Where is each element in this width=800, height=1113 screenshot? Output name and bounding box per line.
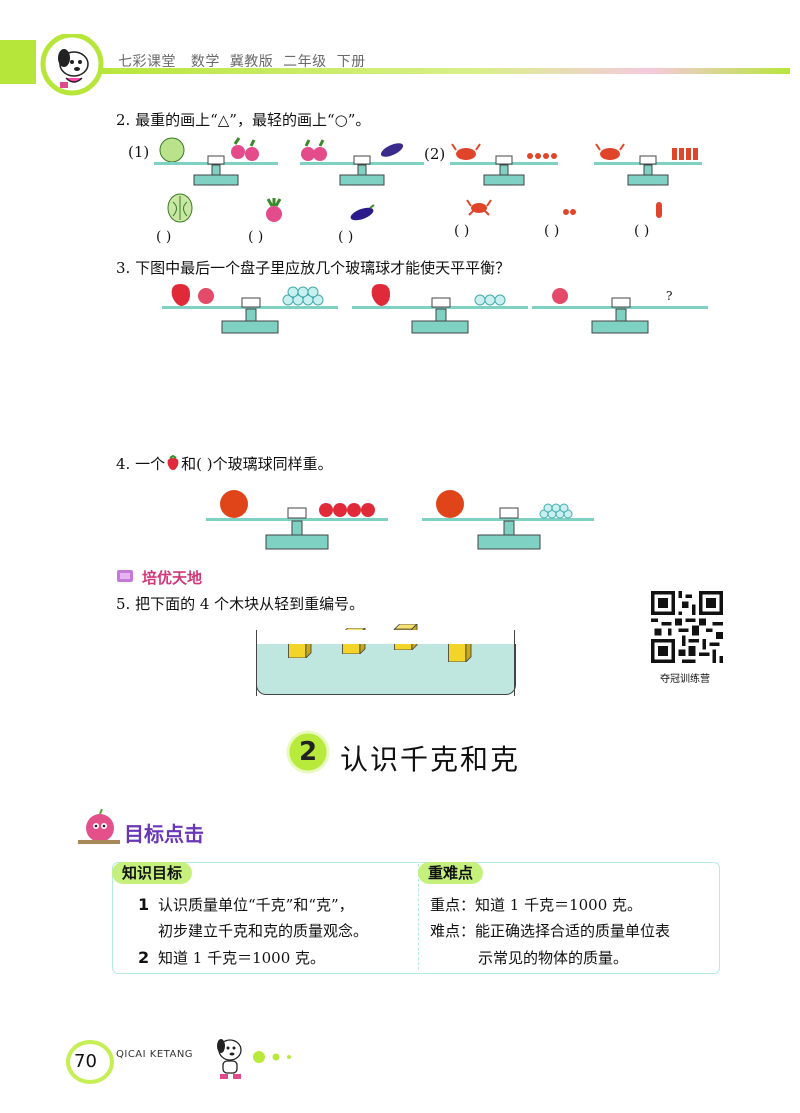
goal-number: 2 xyxy=(138,948,150,967)
question-2-prompt: 2. 最重的画上“△”，最轻的画上“○”。 xyxy=(116,111,371,129)
radish-icon xyxy=(266,198,282,222)
shrimp-icon xyxy=(563,209,576,215)
header-text: 七彩课堂 数学 冀教版 二年级 下册 xyxy=(118,54,366,70)
chapter-title: 认识千克和克 xyxy=(340,743,521,776)
balance-scale-icon xyxy=(162,284,338,334)
question-2-part1-label: (1) xyxy=(128,143,150,161)
key-points-tag: 重难点 xyxy=(418,862,484,884)
goals-divider xyxy=(418,864,419,970)
eggplant-icon xyxy=(350,204,375,221)
question-5-prompt: 5. 把下面的 4 个木块从轻到重编号。 xyxy=(116,595,365,613)
knowledge-goals-tag: 知识目标 xyxy=(112,862,193,884)
goal-text: 知道 1 千克＝1000 克。 xyxy=(158,949,326,967)
balance-scale-icon xyxy=(206,490,388,550)
goal-number: 1 xyxy=(138,895,150,914)
balance-scale-icon xyxy=(532,288,708,334)
balance-scale-icon xyxy=(300,139,424,186)
goal-text: 初步建立千克和克的质量观念。 xyxy=(158,922,369,940)
chapter-number: 2 xyxy=(298,737,318,767)
answer-blank[interactable]: ( ) xyxy=(338,229,354,245)
key-point-text: 重点：知道 1 千克＝1000 克。 xyxy=(430,896,643,914)
tank-left-wall xyxy=(256,630,257,696)
balance-scale-icon xyxy=(422,490,594,550)
strawberry-icon xyxy=(167,454,179,470)
question-2-part2-label: (2) xyxy=(424,145,446,163)
balance-scale-icon xyxy=(154,137,278,186)
chapter-number-badge xyxy=(286,730,330,774)
balance-scale-icon xyxy=(352,284,528,334)
section-title: 培优天地 xyxy=(142,569,203,587)
qr-code[interactable] xyxy=(651,591,723,663)
difficult-point-text: 难点：能正确选择合适的质量单位表 xyxy=(430,922,671,940)
goal-text: 认识质量单位“千克”和“克”， xyxy=(158,896,354,914)
decorative-dots xyxy=(253,1051,291,1063)
question-mark: ? xyxy=(666,289,673,303)
difficult-point-text: 示常见的物体的质量。 xyxy=(478,949,629,967)
goals-title: 目标点击 xyxy=(124,822,204,846)
answer-blank[interactable]: ( ) xyxy=(634,223,650,239)
footer-label: QICAI KETANG xyxy=(116,1049,194,1060)
puppy-mascot-icon xyxy=(217,1039,242,1079)
question-3-prompt: 3. 下图中最后一个盘子里应放几个玻璃球才能使天平平衡？ xyxy=(116,259,511,277)
apple-mascot-icon xyxy=(78,808,120,844)
answer-blank[interactable]: ( ) xyxy=(156,229,172,245)
header-bar xyxy=(0,40,790,84)
crayfish-icon xyxy=(656,202,662,218)
balance-scale-icon xyxy=(594,143,702,186)
qr-caption: 夺冠训练营 xyxy=(660,674,710,685)
section-icon xyxy=(117,570,133,582)
answer-blank[interactable]: ( ) xyxy=(544,223,560,239)
question-4-prompt: 4. 一个和( )个玻璃球同样重。 xyxy=(116,454,333,473)
answer-blank[interactable]: ( ) xyxy=(248,229,264,245)
tank-air-gap xyxy=(256,630,518,644)
tank-right-wall xyxy=(514,630,515,696)
cabbage-icon xyxy=(167,193,193,223)
page-number: 70 xyxy=(66,1040,114,1084)
balance-scale-icon xyxy=(450,143,558,186)
goals-box xyxy=(112,862,720,974)
answer-blank[interactable]: ( ) xyxy=(454,223,470,239)
crab-icon xyxy=(466,199,492,216)
puppy-mascot-icon xyxy=(40,34,104,96)
